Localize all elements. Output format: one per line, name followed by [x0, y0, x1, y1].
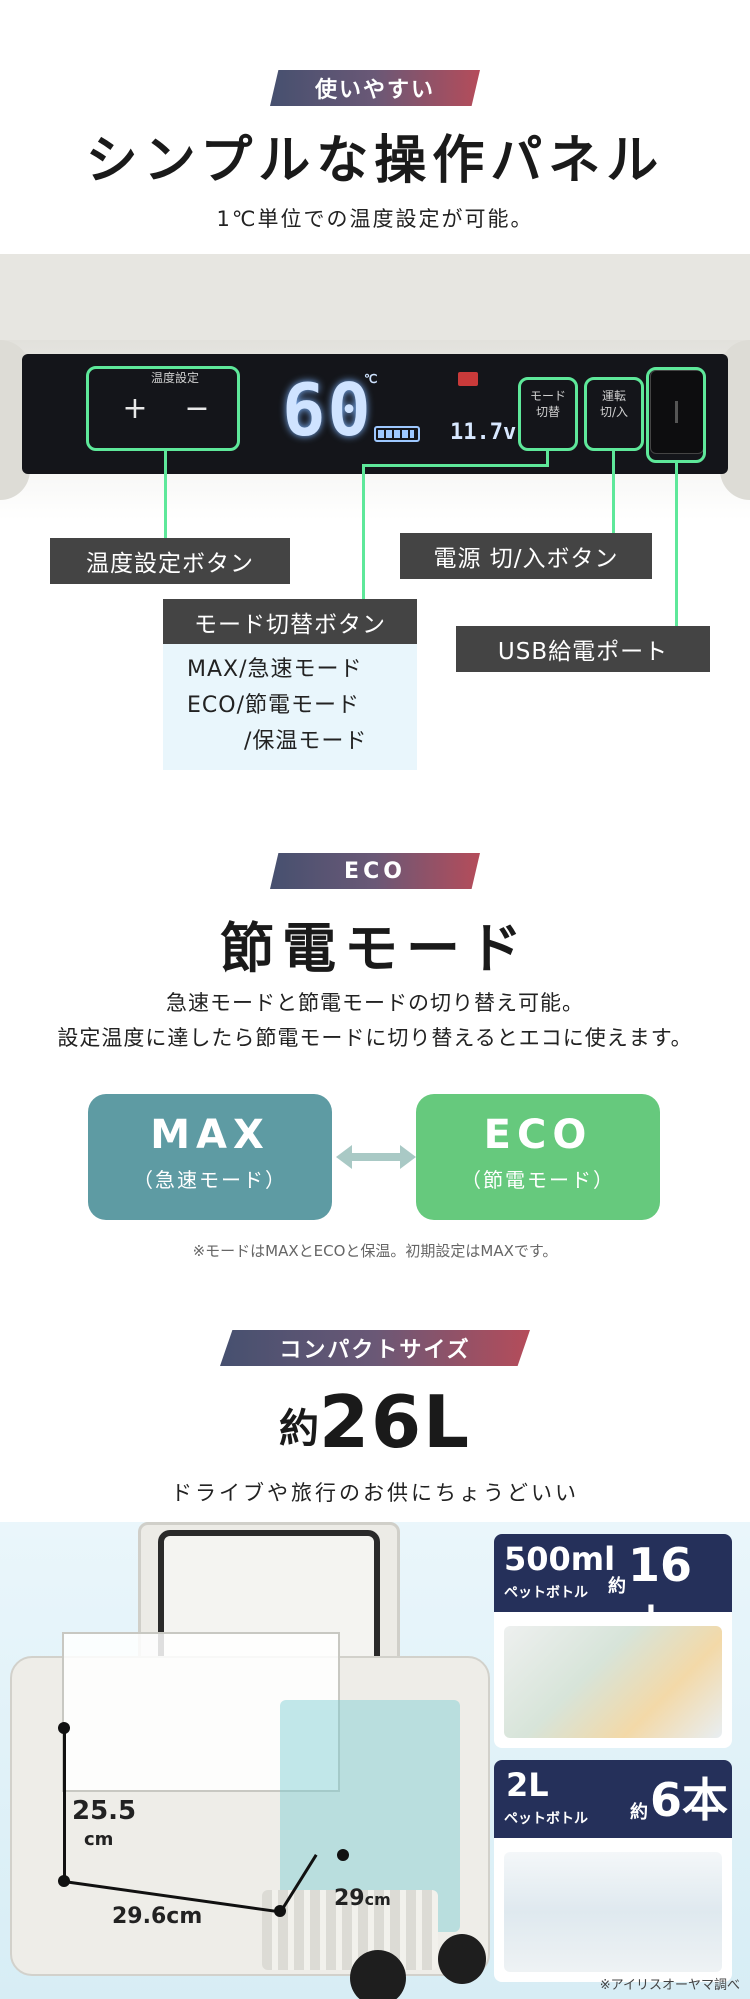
- max-label: MAX: [150, 1112, 270, 1158]
- cooler-vent: [262, 1890, 438, 1970]
- usb-port-callout: USB給電ポート: [456, 626, 710, 672]
- max-sub: （急速モード）: [133, 1168, 287, 1192]
- section2-line2: 設定温度に達したら節電モードに切り替えるとエコに使えます。: [57, 1026, 693, 1050]
- height-value: 25.5 cm: [72, 1796, 137, 1850]
- power-button-callout: 電源 切/入ボタン: [400, 533, 652, 579]
- power-connector: [612, 451, 615, 535]
- dim-dot-bottom: [58, 1875, 70, 1887]
- wheel-left: [350, 1950, 406, 1999]
- dim-dot-depth: [337, 1849, 349, 1861]
- max-mode-pill: MAX （急速モード）: [88, 1094, 332, 1220]
- cooler-interior: [62, 1632, 340, 1792]
- power-button-highlight: [584, 377, 644, 451]
- ribbon-compact: コンパクトサイズ: [220, 1330, 530, 1366]
- card1-size: 500ml: [504, 1540, 616, 1578]
- section2-line1: 急速モードと節電モードの切り替え可能。: [166, 991, 584, 1015]
- minus-icon: −: [184, 391, 210, 426]
- power-switch-label: 運転 切/入: [599, 389, 629, 419]
- width-value: 29.6cm: [112, 1904, 203, 1929]
- mode-list: MAX/急速モード ECO/節電モード /保温モード: [163, 644, 417, 770]
- mode-button-highlight: [518, 377, 578, 451]
- card-500ml: 500ml ペットボトル 約 16本: [494, 1534, 732, 1748]
- switch-arrow-icon: [336, 1145, 416, 1169]
- section2-title: 節電モード: [220, 917, 530, 980]
- wheel-right: [438, 1934, 486, 1984]
- eco-sub: （節電モード）: [461, 1168, 615, 1192]
- temp-setting-label: 温度設定: [150, 371, 199, 385]
- section1-title: シンプルな操作パネル: [85, 131, 665, 191]
- heater-icon: [458, 372, 478, 386]
- eco-mode-pill: ECO （節電モード）: [416, 1094, 660, 1220]
- card2-count: 6本: [650, 1773, 729, 1827]
- title-approx: 約: [278, 1406, 319, 1452]
- ribbon-easy: 使いやすい: [270, 70, 480, 106]
- mode-connector-v2: [362, 464, 365, 602]
- dim-dot-top: [58, 1722, 70, 1734]
- mode-note: ※モードはMAXとECOと保温。初期設定はMAXです。: [192, 1242, 558, 1260]
- plus-icon: +: [122, 391, 148, 426]
- temperature-unit: ℃: [364, 372, 378, 386]
- card-500ml-header: 500ml ペットボトル 約 16本: [494, 1534, 732, 1655]
- mode-max: MAX/急速モード: [187, 657, 363, 682]
- card1-approx: 約: [608, 1576, 626, 1597]
- temp-connector: [164, 451, 167, 539]
- mode-eco: ECO/節電モード: [187, 693, 360, 718]
- mode-switch-label: モード 切替: [529, 389, 566, 419]
- usb-port-highlight: [646, 367, 706, 463]
- height-line: [63, 1728, 66, 1880]
- usb-connector: [675, 463, 678, 627]
- battery-icon: [374, 426, 420, 442]
- section1-subtitle: 1℃単位での温度設定が可能。: [216, 207, 534, 231]
- card2-size: 2L: [506, 1766, 549, 1804]
- voltage-display: 11.7v: [450, 420, 517, 445]
- ribbon-eco: ECO: [270, 853, 480, 889]
- card-2l-header: 2L ペットボトル 約 6本: [494, 1760, 732, 1838]
- dim-dot-right: [274, 1905, 286, 1917]
- card-2l: 2L ペットボトル 約 6本: [494, 1760, 732, 1982]
- usb-icon: [675, 401, 678, 423]
- section3-title: 約 26L: [0, 1380, 750, 1464]
- temperature-display: 60: [282, 368, 373, 452]
- card1-label: ペットボトル: [504, 1585, 588, 1601]
- mode-keepwarm: /保温モード: [244, 729, 368, 754]
- mode-connector-v1: [546, 451, 549, 466]
- mode-connector-h: [362, 464, 549, 467]
- depth-value: 29cm: [334, 1886, 391, 1911]
- card2-label: ペットボトル: [504, 1811, 588, 1827]
- eco-label: ECO: [483, 1112, 593, 1158]
- card2-approx: 約: [630, 1802, 648, 1823]
- title-capacity: 26L: [318, 1380, 472, 1464]
- temp-button-callout: 温度設定ボタン: [50, 538, 290, 584]
- section3-subtitle: ドライブや旅行のお供にちょうどいい: [171, 1481, 579, 1505]
- temp-buttons-highlight: [86, 366, 240, 451]
- appliance-lid: [0, 254, 750, 354]
- research-footnote: ※アイリスオーヤマ調べ: [599, 1978, 740, 1993]
- mode-button-callout: モード切替ボタン: [163, 599, 417, 645]
- bottles-2l-image: [504, 1852, 722, 1972]
- bottles-500ml-image: [504, 1626, 722, 1738]
- control-panel: 温度設定 + − 60 ℃ 11.7v モード 切替 運転 切/入: [22, 354, 728, 474]
